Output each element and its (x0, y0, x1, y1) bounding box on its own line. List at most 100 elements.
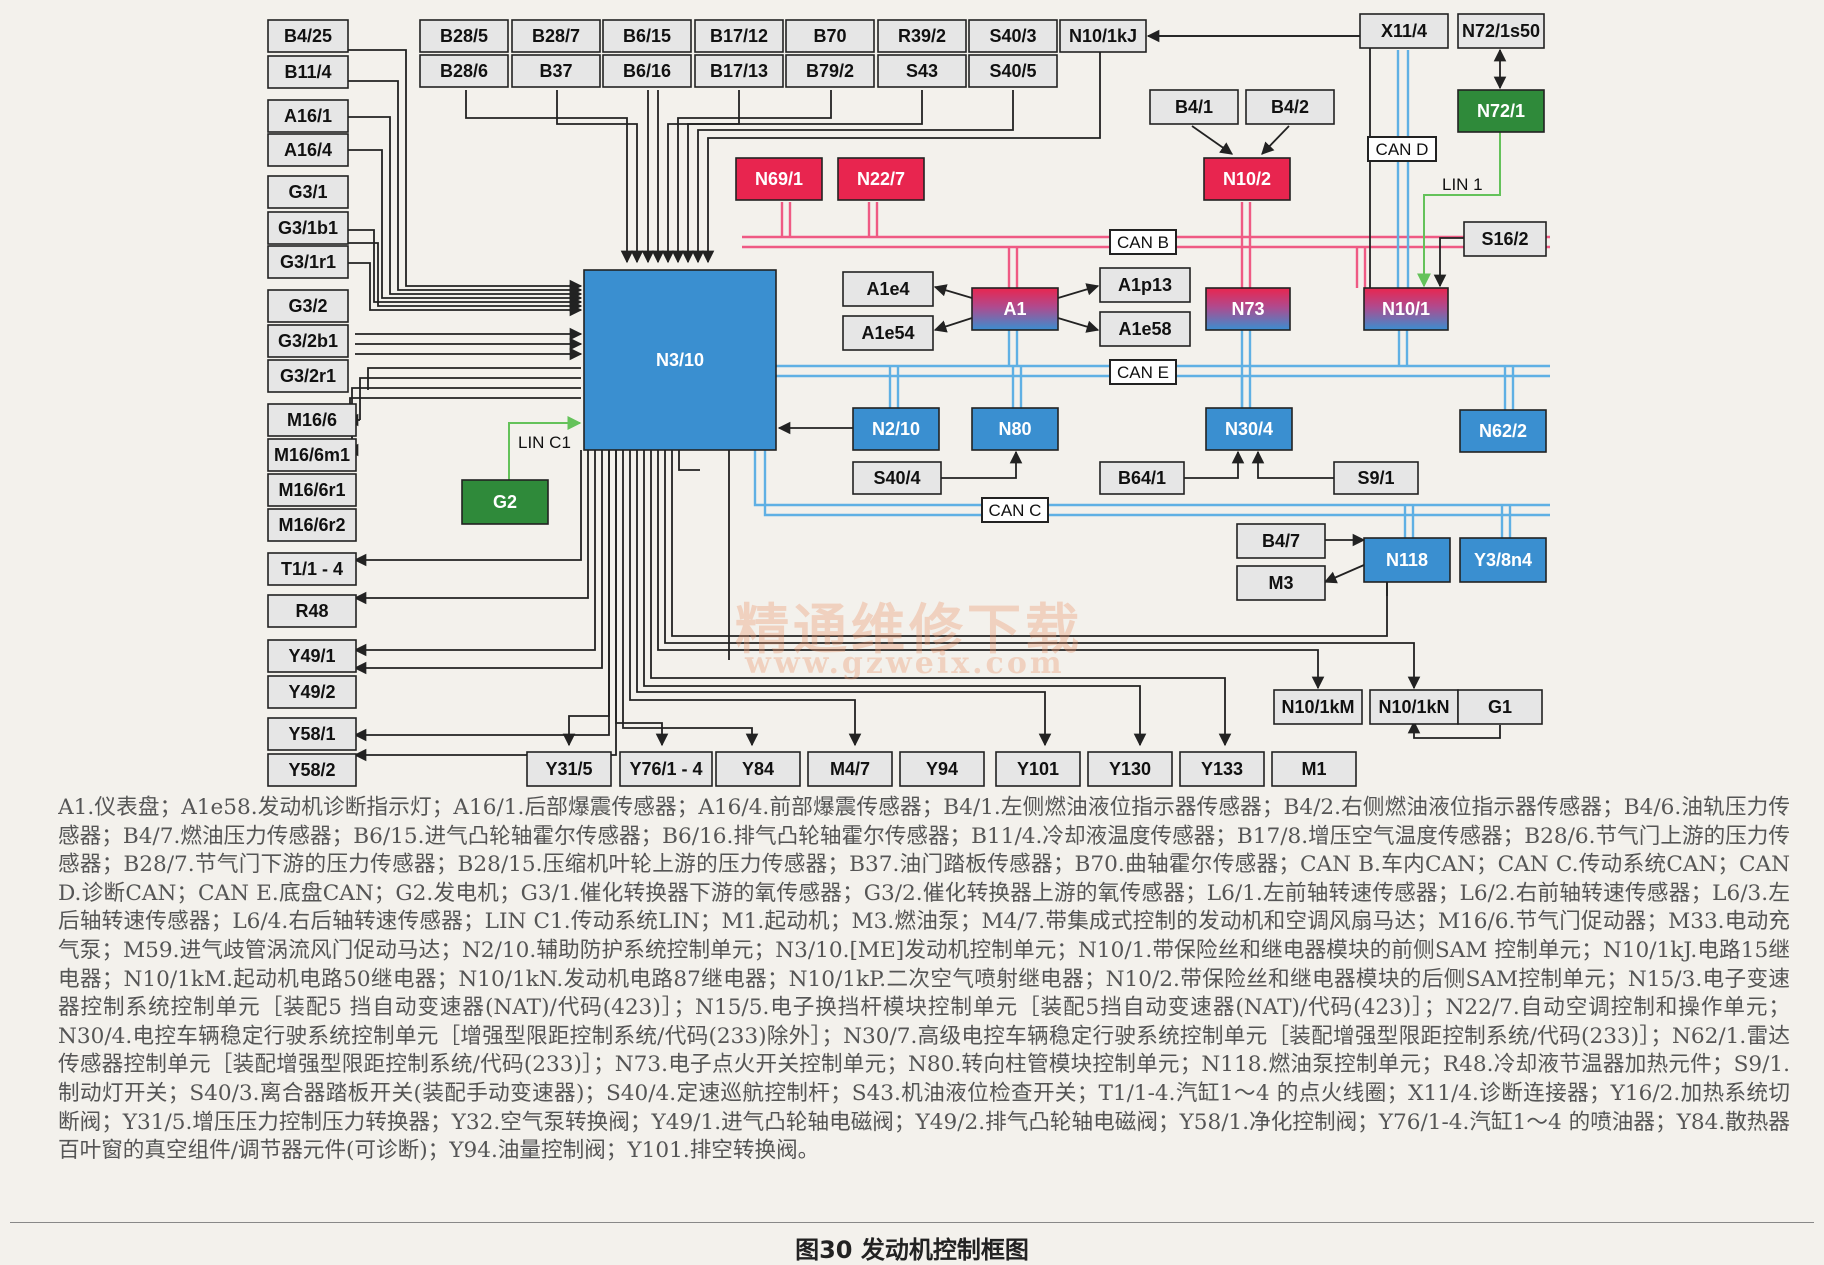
module-label: N62/2 (1479, 421, 1527, 441)
module-box-y58-2: Y58/2 (267, 753, 357, 787)
module-box-g3-1r1: G3/1r1 (267, 245, 349, 279)
module-box-y58-1: Y58/1 (267, 717, 357, 751)
module-label: G3/2 (288, 296, 327, 316)
module-label: Y130 (1109, 759, 1151, 779)
module-label: B70 (813, 26, 846, 46)
module-label: N69/1 (755, 169, 803, 189)
lin-1-label: LIN 1 (1442, 175, 1483, 194)
module-label: B79/2 (806, 61, 854, 81)
module-label: M16/6r1 (278, 480, 345, 500)
module-box-b64-1: B64/1 (1099, 461, 1185, 495)
module-label: G2 (493, 492, 517, 512)
module-box-y3-8n4: Y3/8n4 (1459, 537, 1547, 583)
module-label: Y58/1 (288, 724, 335, 744)
module-box-b4-1: B4/1 (1149, 89, 1239, 125)
module-box-n10-1kj: N10/1kJ (1059, 19, 1147, 53)
module-box-b11-4: B11/4 (267, 55, 349, 89)
module-label: A16/4 (284, 140, 332, 160)
module-label: S43 (906, 61, 938, 81)
module-box-n30-4: N30/4 (1205, 407, 1293, 451)
svg-text:LIN 1: LIN 1 (1442, 175, 1483, 194)
module-label: N10/1kJ (1069, 26, 1137, 46)
module-label: Y84 (742, 759, 774, 779)
module-box-a16-1: A16/1 (267, 99, 349, 133)
module-box-b70: B70 (785, 19, 875, 53)
module-label: Y31/5 (545, 759, 592, 779)
module-label: S40/3 (989, 26, 1036, 46)
module-label: N73 (1231, 299, 1264, 319)
module-label: B11/4 (284, 62, 331, 82)
module-label: M1 (1301, 759, 1326, 779)
module-label: Y49/1 (288, 646, 335, 666)
module-label: N72/1 (1477, 101, 1525, 121)
module-box-g2: G2 (461, 479, 549, 525)
module-box-b6-15: B6/15 (602, 19, 692, 53)
module-box-n62-2: N62/2 (1459, 409, 1547, 453)
module-label: N10/2 (1223, 169, 1271, 189)
module-box-s40-4: S40/4 (852, 461, 942, 495)
module-label: G3/2r1 (280, 366, 336, 386)
module-label: B4/25 (284, 26, 332, 46)
module-box-y130: Y130 (1087, 751, 1173, 787)
bus-lines (508, 50, 1550, 538)
module-box-a1p13: A1p13 (1099, 267, 1191, 303)
module-box-n69-1: N69/1 (735, 157, 823, 201)
module-label: M16/6m1 (274, 445, 350, 465)
module-box-g3-2: G3/2 (267, 289, 349, 323)
module-box-y49-2: Y49/2 (267, 675, 357, 709)
module-box-m16-6: M16/6 (267, 403, 357, 437)
module-label: B64/1 (1118, 468, 1166, 488)
watermark-url: www.gzweix.com (745, 646, 1065, 681)
watermark: 精通维修下载 (735, 598, 1083, 661)
module-box-a16-4: A16/4 (267, 133, 349, 167)
module-label: Y58/2 (288, 760, 335, 780)
module-label: B17/13 (710, 61, 768, 81)
module-label: Y133 (1201, 759, 1243, 779)
module-box-b4-7: B4/7 (1236, 523, 1326, 559)
module-box-g3-2b1: G3/2b1 (267, 324, 349, 358)
module-label: A1e54 (861, 323, 914, 343)
module-label: R48 (295, 601, 328, 621)
module-box-n10-2: N10/2 (1203, 157, 1291, 201)
module-box-s40-5: S40/5 (968, 54, 1058, 88)
module-label: B37 (539, 61, 572, 81)
module-label: B4/1 (1175, 97, 1213, 117)
module-label: Y3/8n4 (1474, 550, 1532, 570)
module-box-r48: R48 (267, 594, 357, 628)
module-box-n80: N80 (971, 407, 1059, 451)
module-box-b28-6: B28/6 (419, 54, 509, 88)
module-label: G3/2b1 (278, 331, 338, 351)
svg-text:CAN E: CAN E (1117, 363, 1169, 382)
figure-caption: 图30 发动机控制框图 (795, 1236, 1029, 1264)
module-box-r39-2: R39/2 (877, 19, 967, 53)
module-box-y94: Y94 (899, 751, 985, 787)
module-box-b6-16: B6/16 (602, 54, 692, 88)
module-label: M3 (1268, 573, 1293, 593)
module-label: N80 (998, 419, 1031, 439)
wires (345, 29, 1507, 762)
module-box-n2-10: N2/10 (852, 407, 940, 451)
module-box-b37: B37 (511, 54, 601, 88)
module-label: B28/7 (532, 26, 580, 46)
module-box-m3: M3 (1236, 565, 1326, 601)
module-label: A1e4 (866, 279, 909, 299)
module-label: Y49/2 (288, 682, 335, 702)
can-c-label: CAN C (981, 497, 1049, 523)
module-label: Y101 (1017, 759, 1059, 779)
module-label: N3/10 (656, 350, 704, 370)
module-label: M16/6 (287, 410, 337, 430)
module-label: B6/15 (623, 26, 671, 46)
module-box-b4-2: B4/2 (1245, 89, 1335, 125)
module-label: Y76/1 - 4 (629, 759, 702, 779)
module-box-g1: G1 (1457, 689, 1543, 725)
module-label: G1 (1488, 697, 1512, 717)
module-box-n72-1s50: N72/1s50 (1457, 13, 1545, 49)
module-label: B4/2 (1271, 97, 1309, 117)
module-box-b17-12: B17/12 (694, 19, 784, 53)
module-label: A1 (1003, 299, 1026, 319)
module-box-a1: A1 (971, 287, 1059, 331)
module-label: N30/4 (1225, 419, 1273, 439)
module-label: G3/1 (288, 182, 327, 202)
module-label: B28/5 (440, 26, 488, 46)
